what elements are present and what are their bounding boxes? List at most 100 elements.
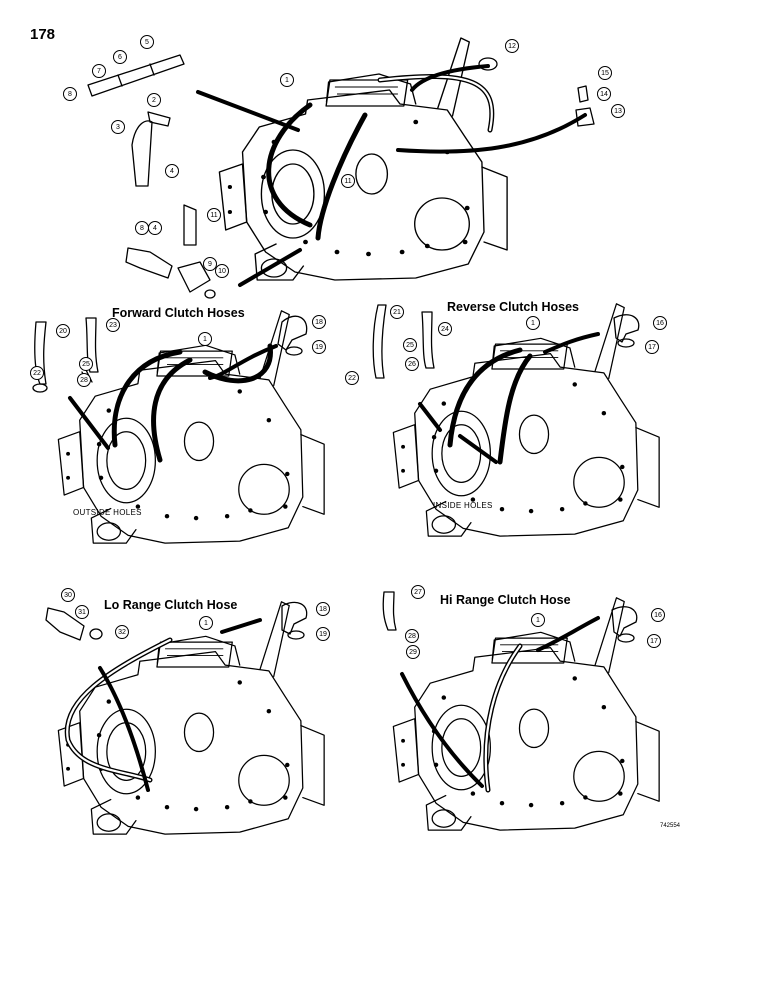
svg-text:1: 1: [203, 336, 207, 343]
callout-top-11: 11: [207, 208, 221, 222]
svg-text:2: 2: [152, 97, 156, 104]
svg-text:14: 14: [600, 91, 608, 98]
top-panel-illustration: [87, 37, 595, 299]
callout-top-4: 4: [148, 221, 162, 235]
svg-text:28: 28: [80, 377, 88, 384]
svg-text:19: 19: [315, 344, 323, 351]
callout-forward-22: 22: [30, 366, 44, 380]
svg-text:10: 10: [218, 268, 226, 275]
callout-top-12: 12: [505, 39, 519, 53]
svg-text:24: 24: [441, 326, 449, 333]
svg-text:3: 3: [116, 124, 120, 131]
inside-holes-note: INSIDE HOLES: [433, 501, 493, 510]
callout-hi-16: 16: [651, 608, 665, 622]
svg-text:18: 18: [319, 606, 327, 613]
callout-lo-30: 30: [61, 588, 75, 602]
svg-text:17: 17: [650, 638, 658, 645]
svg-text:18: 18: [315, 319, 323, 326]
callout-top-4: 4: [165, 164, 179, 178]
svg-text:1: 1: [531, 320, 535, 327]
page-number: 178: [30, 26, 56, 43]
callout-reverse-16: 16: [653, 316, 667, 330]
callout-top-5: 5: [140, 35, 154, 49]
svg-text:16: 16: [654, 612, 662, 619]
callout-top-3: 3: [111, 120, 125, 134]
svg-text:25: 25: [406, 342, 414, 349]
callout-hi-29: 29: [406, 645, 420, 659]
callout-forward-1: 1: [198, 332, 212, 346]
svg-text:28: 28: [408, 633, 416, 640]
svg-text:17: 17: [648, 344, 656, 351]
svg-text:8: 8: [140, 225, 144, 232]
svg-text:22: 22: [348, 375, 356, 382]
callout-top-8: 8: [135, 221, 149, 235]
outside-holes-note: OUTSIDE HOLES: [73, 508, 142, 517]
svg-text:25: 25: [82, 361, 90, 368]
svg-text:1: 1: [204, 620, 208, 627]
hi-range-clutch-hose-title: Hi Range Clutch Hose: [440, 593, 571, 607]
callout-hi-28: 28: [405, 629, 419, 643]
svg-text:20: 20: [59, 328, 67, 335]
svg-text:15: 15: [601, 70, 609, 77]
forward-panel-illustration: [32, 310, 325, 544]
figure-id: 742554: [660, 823, 681, 829]
callout-top-10: 10: [215, 264, 229, 278]
svg-text:16: 16: [656, 320, 664, 327]
callout-forward-20: 20: [56, 324, 70, 338]
callout-forward-19: 19: [312, 340, 326, 354]
callout-lo-1: 1: [199, 616, 213, 630]
callout-top-14: 14: [597, 87, 611, 101]
svg-text:1: 1: [536, 617, 540, 624]
svg-text:21: 21: [393, 309, 401, 316]
svg-text:1: 1: [285, 77, 289, 84]
callout-top-8: 8: [63, 87, 77, 101]
reverse-panel-illustration: [372, 303, 660, 537]
callout-forward-28: 28: [77, 373, 91, 387]
callout-top-9: 9: [203, 257, 217, 271]
svg-text:19: 19: [319, 631, 327, 638]
callout-reverse-17: 17: [645, 340, 659, 354]
callout-hi-1: 1: [531, 613, 545, 627]
callout-forward-25: 25: [79, 357, 93, 371]
callout-hi-27: 27: [411, 585, 425, 599]
forward-clutch-hoses-title: Forward Clutch Hoses: [112, 306, 245, 320]
svg-text:32: 32: [118, 629, 126, 636]
svg-text:11: 11: [210, 212, 217, 219]
callout-lo-19: 19: [316, 627, 330, 641]
svg-text:13: 13: [614, 108, 622, 115]
svg-text:23: 23: [109, 322, 117, 329]
svg-text:11: 11: [344, 178, 351, 185]
svg-text:29: 29: [409, 649, 417, 656]
callout-reverse-21: 21: [390, 305, 404, 319]
callout-top-6: 6: [113, 50, 127, 64]
callout-top-1: 1: [280, 73, 294, 87]
callout-top-15: 15: [598, 66, 612, 80]
svg-text:4: 4: [170, 168, 174, 175]
svg-text:4: 4: [153, 225, 157, 232]
callout-top-2: 2: [147, 93, 161, 107]
svg-text:30: 30: [64, 592, 72, 599]
svg-text:5: 5: [145, 39, 149, 46]
svg-text:22: 22: [33, 370, 41, 377]
callout-reverse-25: 25: [403, 338, 417, 352]
svg-text:27: 27: [414, 589, 422, 596]
reverse-clutch-hoses-title: Reverse Clutch Hoses: [447, 300, 580, 314]
callout-reverse-26: 26: [405, 357, 419, 371]
lo-panel-illustration: [45, 601, 325, 835]
callout-lo-32: 32: [115, 625, 129, 639]
callout-reverse-1: 1: [526, 316, 540, 330]
svg-text:7: 7: [97, 68, 101, 75]
svg-text:12: 12: [508, 43, 516, 50]
svg-text:31: 31: [78, 609, 86, 616]
lo-range-clutch-hose-title: Lo Range Clutch Hose: [104, 598, 238, 612]
svg-text:26: 26: [408, 361, 416, 368]
callout-forward-18: 18: [312, 315, 326, 329]
svg-text:9: 9: [208, 261, 212, 268]
callout-top-11: 11: [341, 174, 355, 188]
callout-hi-17: 17: [647, 634, 661, 648]
callout-top-13: 13: [611, 104, 625, 118]
svg-text:8: 8: [68, 91, 72, 98]
callout-lo-31: 31: [75, 605, 89, 619]
